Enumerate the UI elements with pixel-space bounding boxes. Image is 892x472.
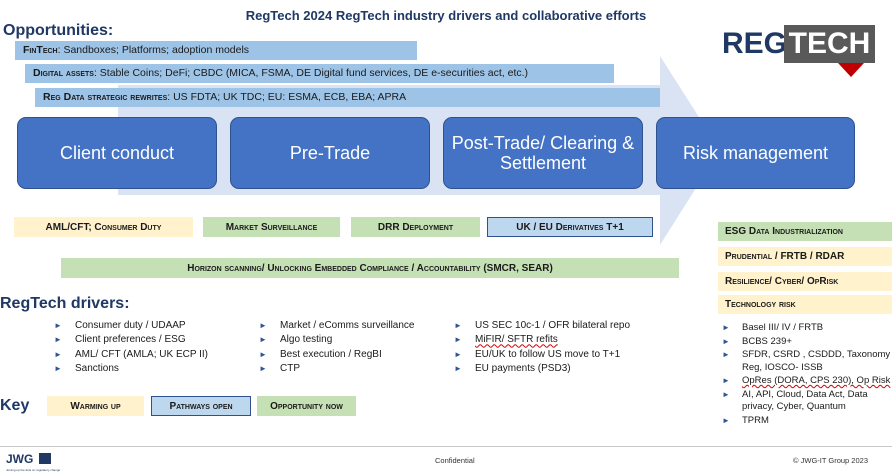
risk-chip-prudential: Prudential / FRTB / RDAR (718, 247, 892, 266)
bullet-icon: ► (722, 350, 730, 359)
list-item: ► Consumer duty / UDAAP (50, 319, 208, 333)
jwg-logo-mark-icon (38, 453, 51, 464)
band-text: : US FDTA; UK TDC; EU: ESMA, ECB, EBA; A… (167, 91, 407, 103)
band-text: : Sandboxes; Platforms; adoption models (57, 44, 250, 56)
list-item-text: Algo testing (280, 334, 333, 346)
list-item: ► Client preferences / ESG (50, 333, 208, 347)
chip-drr-deployment: DRR Deployment (351, 217, 480, 237)
list-item: ► US SEC 10c-1 / OFR bilateral repo (450, 319, 630, 333)
list-item: ► TPRM (721, 415, 892, 428)
key-pathways-open: Pathways open (151, 396, 251, 416)
chip-derivatives-t1: UK / EU Derivatives T+1 (487, 217, 653, 237)
drivers-heading: RegTech drivers: (0, 295, 130, 312)
bullet-icon: ► (454, 349, 462, 359)
list-item: ► CTP (255, 362, 414, 376)
bullet-icon: ► (54, 349, 62, 359)
list-item: ► Market / eComms surveillance (255, 319, 414, 333)
bullet-icon: ► (259, 364, 267, 374)
key-opportunity-now: Opportunity now (257, 396, 356, 416)
list-item-text: AML/ CFT (AMLA; UK ECP II) (75, 348, 208, 360)
stage-pre-trade: Pre-Trade (230, 117, 430, 189)
band-text: : Stable Coins; DeFi; CBDC (MICA, FSMA, … (93, 67, 529, 79)
footer-confidential: Confidential (435, 456, 475, 465)
drivers-list-post-trade: ► US SEC 10c-1 / OFR bilateral repo ► MiFI… (450, 319, 630, 377)
logo-reg-text: REG (722, 25, 787, 63)
key-heading: Key (0, 397, 30, 414)
horizon-scanning-band: Horizon scanning/ Unlocking Embedded Com… (61, 258, 679, 278)
list-item: ► EU payments (PSD3) (450, 362, 630, 376)
list-item-text: Sanctions (75, 363, 119, 375)
list-item: ► AI, API, Cloud, Data Act, Data privacy,… (721, 389, 892, 414)
list-item-text: EU payments (PSD3) (475, 363, 571, 375)
bullet-icon: ► (259, 335, 267, 345)
bullet-icon: ► (722, 415, 730, 425)
opportunity-band-fintech: FinTech: Sandboxes; Platforms; adoption … (15, 41, 417, 60)
stage-risk-management: Risk management (656, 117, 855, 189)
drivers-list-conduct: ► Consumer duty / UDAAP ► Client preferenc… (50, 319, 208, 377)
band-label: FinTech (23, 44, 58, 56)
list-item-text: US SEC 10c-1 / OFR bilateral repo (475, 320, 631, 331)
jwg-logo: JWG Joining up the dots on regulatory ch… (6, 450, 62, 472)
drivers-list-trading: ► Market / eComms surveillance ► Algo test… (255, 319, 414, 377)
bullet-icon: ► (454, 321, 462, 330)
stage-client-conduct: Client conduct (17, 117, 217, 189)
list-item: ► Sanctions (50, 362, 208, 376)
list-item: ► Basel III/ IV / FRTB (721, 322, 892, 335)
chip-market-surveillance: Market Surveillance (203, 217, 340, 237)
list-item-text: EU/UK to follow US move to T+1 (475, 348, 621, 360)
bullet-icon: ► (259, 321, 267, 330)
list-item-text: TPRM (742, 414, 769, 426)
footer-divider (0, 446, 892, 447)
jwg-logo-text: JWG (6, 452, 34, 466)
bullet-icon: ► (722, 336, 730, 346)
bullet-icon: ► (54, 335, 62, 345)
bullet-icon: ► (259, 349, 267, 359)
list-item: ► EU/UK to follow US move to T+1 (450, 348, 630, 362)
list-item-text: Consumer duty / UDAAP (75, 320, 186, 331)
opportunity-band-digital-assets: Digital assets: Stable Coins; DeFi; CBDC… (25, 64, 614, 83)
list-item-text: Market / eComms surveillance (280, 320, 415, 331)
list-item: ► Best execution / RegBI (255, 348, 414, 362)
list-item-text: Best execution / RegBI (280, 348, 382, 360)
logo-accent-icon (838, 63, 864, 77)
regtech-logo: REG TECH (722, 25, 875, 63)
list-item: ► Algo testing (255, 333, 414, 347)
risk-chip-resilience: Resilience/ Cyber/ OpRisk (718, 272, 892, 291)
jwg-tagline: Joining up the dots on regulatory change (6, 468, 61, 472)
bullet-icon: ► (722, 389, 730, 399)
list-item: ► OpRes (DORA, CPS 230), Op Risk (721, 375, 892, 388)
bullet-icon: ► (454, 335, 462, 345)
bullet-icon: ► (722, 376, 730, 385)
band-label: Digital assets (33, 67, 94, 79)
list-item: ► SFDR, CSRD , CSDDD, Taxonomy Reg, IOSCO… (721, 349, 892, 374)
footer-copyright: © JWG-IT Group 2023 (793, 456, 868, 465)
logo-tech-text: TECH (784, 25, 875, 63)
list-item: ► AML/ CFT (AMLA; UK ECP II) (50, 348, 208, 362)
list-item-text: MiFIR/ SFTR refits (475, 334, 558, 346)
band-label: Reg Data strategic rewrites (43, 91, 168, 103)
list-item-text: OpRes (DORA, CPS 230), Op Risk (742, 375, 891, 386)
bullet-icon: ► (722, 323, 730, 332)
list-item-text: Client preferences / ESG (75, 334, 186, 346)
risk-chip-technology: Technology risk (718, 295, 892, 314)
opportunities-heading: Opportunities: (3, 22, 114, 39)
risk-list: ► Basel III/ IV / FRTB ► BCBS 239+ ► SFDR, … (721, 322, 892, 428)
stage-post-trade: Post-Trade/ Clearing & Settlement (443, 117, 643, 189)
list-item-text: SFDR, CSRD , CSDDD, Taxonomy Reg, IOSCO-… (742, 349, 891, 373)
list-item: ► MiFIR/ SFTR refits (450, 333, 630, 347)
list-item-text: CTP (280, 363, 300, 375)
opportunity-band-reg-data: Reg Data strategic rewrites: US FDTA; UK… (35, 88, 660, 107)
list-item-text: Basel III/ IV / FRTB (742, 322, 824, 333)
bullet-icon: ► (54, 321, 62, 330)
chip-aml-cft: AML/CFT; Consumer Duty (14, 217, 193, 237)
key-warming-up: Warming up (47, 396, 144, 416)
bullet-icon: ► (54, 364, 62, 374)
bullet-icon: ► (454, 364, 462, 374)
list-item-text: BCBS 239+ (742, 335, 792, 347)
list-item: ► BCBS 239+ (721, 336, 892, 349)
risk-chip-esg: ESG Data Industrialization (718, 222, 892, 241)
list-item-text: AI, API, Cloud, Data Act, Data privacy, … (742, 388, 868, 413)
page-title: RegTech 2024 RegTech industry drivers an… (245, 8, 647, 23)
